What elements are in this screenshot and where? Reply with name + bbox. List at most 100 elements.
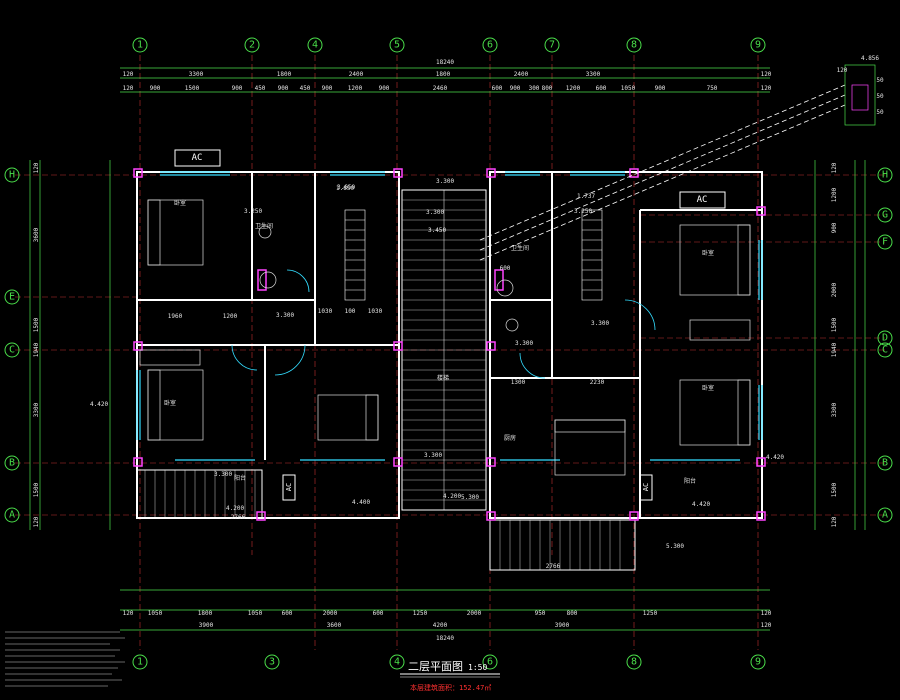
axis-bubble-right-A-label: A xyxy=(882,510,888,521)
dim-top-row2-11: 600 xyxy=(492,85,503,92)
dim-bottom-row1-1: 1050 xyxy=(148,610,163,617)
axis-bubble-bottom-9: 9 xyxy=(750,654,766,670)
axis-bubble-top-1: 1 xyxy=(132,37,148,53)
dim-bottom-row1-0: 120 xyxy=(123,610,134,617)
axis-bubble-right-B: B xyxy=(877,455,893,471)
dim-top-row2-19: 750 xyxy=(707,85,718,92)
dim-top-row2-0: 120 xyxy=(123,85,134,92)
dim-bottom-row1-9: 950 xyxy=(535,610,546,617)
dim-top-row2-14: 800 xyxy=(542,85,553,92)
elevation-5: 3.300 xyxy=(426,209,444,216)
dim-top-row2-6: 450 xyxy=(300,85,311,92)
stairwell-hatch xyxy=(401,189,487,511)
axis-bubble-top-9-label: 9 xyxy=(755,40,761,51)
dim-top-row2-15: 1200 xyxy=(566,85,581,92)
elevation-2: 3.300 xyxy=(276,312,294,319)
elevation-12: 4.200 xyxy=(226,505,244,512)
dim-bottom-row1-12: 120 xyxy=(761,610,772,617)
windows xyxy=(136,171,763,461)
misc-dim-7: 2230 xyxy=(590,379,605,386)
ac-label-right: AC xyxy=(697,195,708,205)
room-label-9: 楼梯 xyxy=(437,374,449,382)
axis-bubble-top-7: 7 xyxy=(544,37,560,53)
dim-detail-2: 50 xyxy=(876,77,884,84)
ac-label-balcony-right: AC xyxy=(642,483,650,491)
room-label-2: 卧室 xyxy=(164,399,176,407)
misc-dim-4: 100 xyxy=(345,308,356,315)
dim-top-row2-18: 900 xyxy=(655,85,666,92)
room-label-5: 卧室 xyxy=(702,249,714,257)
axis-bubble-top-8: 8 xyxy=(626,37,642,53)
axis-bubble-left-C-label: C xyxy=(9,345,15,356)
detail-box xyxy=(844,64,876,126)
axis-bubble-bottom-3: 3 xyxy=(264,654,280,670)
dim-top-row1-2: 1800 xyxy=(277,71,292,78)
dim-bottom-row1-5: 2000 xyxy=(323,610,338,617)
dim-right-7: 1500 xyxy=(831,482,838,497)
dim-top-row2-20: 120 xyxy=(761,85,772,92)
dim-bottom-row2-0: 3900 xyxy=(199,622,214,629)
dim-top-row1-1: 3300 xyxy=(189,71,204,78)
elevation-11: 4.420 xyxy=(90,401,108,408)
dim-top-row2-13: 300 xyxy=(529,85,540,92)
furniture xyxy=(139,199,751,476)
misc-dim-6: 1300 xyxy=(511,379,526,386)
axis-bubble-right-B-label: B xyxy=(882,458,888,469)
dim-bottom-row2-1: 3600 xyxy=(327,622,342,629)
axis-bubble-bottom-6-label: 6 xyxy=(487,657,493,668)
misc-dim-8: 2766 xyxy=(231,514,246,521)
axis-bubble-top-1-label: 1 xyxy=(137,40,143,51)
elevation-9: 4.400 xyxy=(352,499,370,506)
balconies xyxy=(136,469,636,571)
dim-bottom-row1-10: 800 xyxy=(567,610,578,617)
axis-bubble-top-8-label: 8 xyxy=(631,40,637,51)
axis-bubble-right-H: H xyxy=(877,167,893,183)
dim-bottom-row1-4: 600 xyxy=(282,610,293,617)
axis-bubble-right-C: C xyxy=(877,342,893,358)
axis-bubble-bottom-8: 8 xyxy=(626,654,642,670)
dim-bottom-row1-7: 1250 xyxy=(413,610,428,617)
dim-right-2: 900 xyxy=(831,222,838,233)
axis-bubble-bottom-4: 4 xyxy=(389,654,405,670)
misc-dim-12: 4.420 xyxy=(766,454,784,461)
dim-bottom-row2-3: 3900 xyxy=(555,622,570,629)
room-label-6: 阳台 xyxy=(234,474,246,482)
misc-dim-3: 1030 xyxy=(368,308,383,315)
dim-top-row1-0: 120 xyxy=(123,71,134,78)
dim-top-row1-3: 2400 xyxy=(349,71,364,78)
dim-left-3: 1940 xyxy=(33,342,40,357)
axis-bubble-bottom-4-label: 4 xyxy=(394,657,400,668)
ac-units: AC AC AC AC xyxy=(174,149,726,501)
dim-detail-3: 50 xyxy=(876,93,884,100)
axis-bubble-right-D-label: D xyxy=(882,333,888,344)
dim-top-row2-7: 900 xyxy=(322,85,333,92)
dim-right-4: 1500 xyxy=(831,317,838,332)
dim-top-row2-4: 450 xyxy=(255,85,266,92)
dim-detail-1: 120 xyxy=(837,67,848,74)
room-label-8: 卧室 xyxy=(702,384,714,392)
dim-top-total: 18240 xyxy=(436,59,454,66)
dim-top-row2-16: 600 xyxy=(596,85,607,92)
dim-top-row2-12: 900 xyxy=(510,85,521,92)
elevation-1: 3.250 xyxy=(574,208,592,215)
drawing-scale: 1:50 xyxy=(468,663,487,672)
drawing-title-block: 二层平面图 1:50 本层建筑面积：152.47㎡ xyxy=(400,660,500,692)
room-label-4: 厨房 xyxy=(504,434,516,442)
dim-right-6: 3300 xyxy=(831,402,838,417)
misc-dim-0: 1960 xyxy=(168,313,183,320)
axis-bubble-top-2-label: 2 xyxy=(249,40,255,51)
ac-unit-right xyxy=(679,191,726,209)
dim-bottom-row1-11: 1250 xyxy=(643,610,658,617)
dim-top-row1-5: 2400 xyxy=(514,71,529,78)
dim-bottom-row1-2: 1800 xyxy=(198,610,213,617)
misc-dim-9: 2766 xyxy=(546,563,561,570)
ac-label-left: AC xyxy=(192,153,203,163)
dim-top-row1-7: 120 xyxy=(761,71,772,78)
room-label-7: 阳台 xyxy=(684,477,696,485)
elevation-16: 3.300 xyxy=(424,452,442,459)
